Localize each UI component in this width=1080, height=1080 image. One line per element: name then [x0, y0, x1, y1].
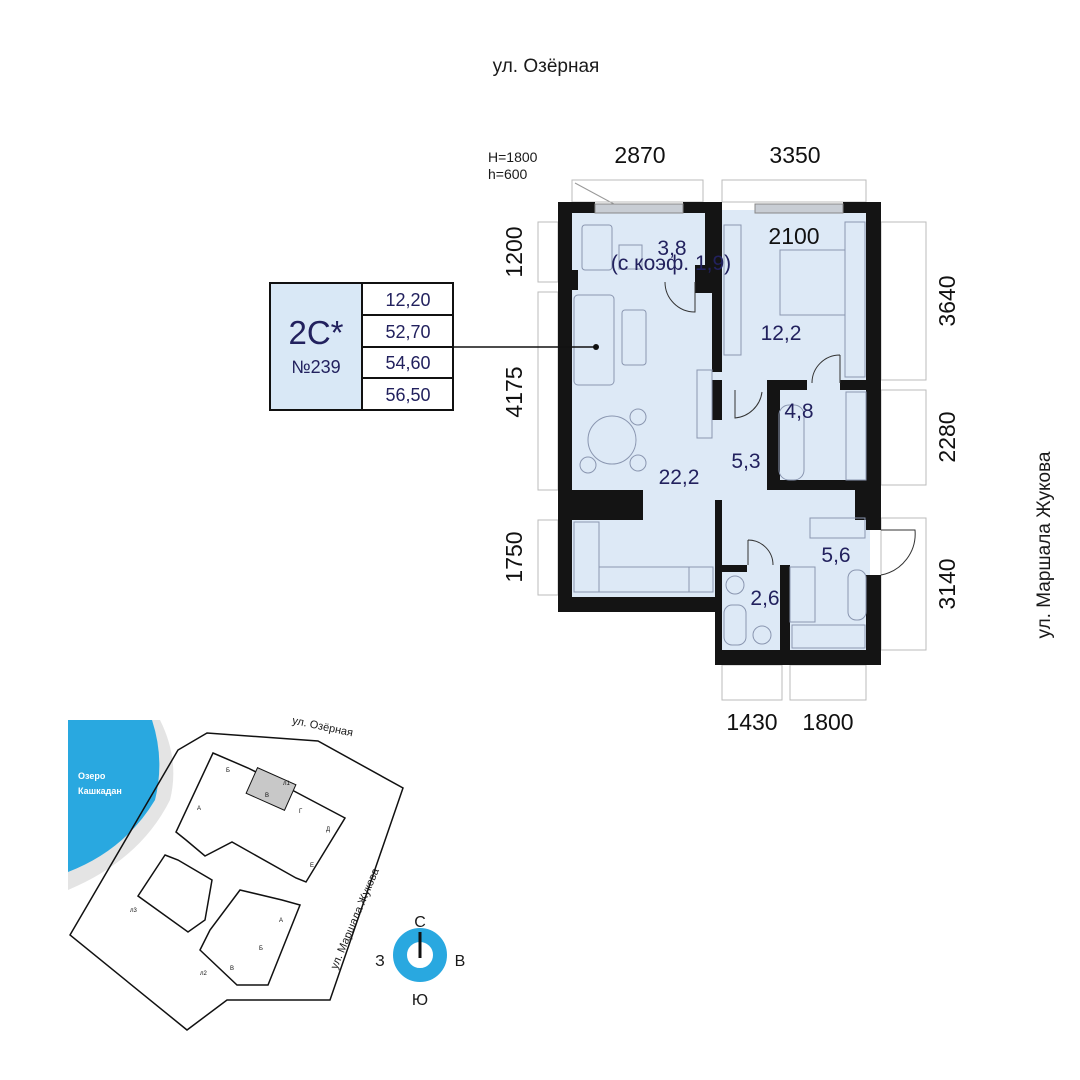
room-area-dressing: 5,6	[821, 544, 850, 567]
apartment-type: 2С*	[288, 314, 343, 351]
room-area-living: 22,2	[659, 466, 700, 489]
building-label-l2: л2	[200, 971, 208, 977]
lake-label-2: Кашкадан	[78, 786, 122, 796]
dim-left-3: 1750	[501, 531, 527, 582]
section-label: А	[197, 806, 201, 812]
doors	[664, 281, 916, 576]
dim-left-1: 1200	[501, 226, 527, 277]
room-area-wc: 2,6	[750, 587, 779, 610]
street-top-label: ул. Озёрная	[493, 56, 600, 77]
section-label: А	[279, 918, 283, 924]
section-label: В	[230, 966, 234, 972]
area-value-1: 12,20	[385, 290, 430, 310]
street-right-label: ул. Маршала Жукова	[1034, 451, 1055, 638]
dim-bottom-2: 1800	[802, 709, 853, 735]
section-label: Б	[259, 946, 263, 952]
section-label: Д	[326, 827, 330, 833]
selected-section	[245, 767, 297, 811]
apartment-number: №239	[291, 357, 340, 377]
dim-top-1: 2870	[614, 142, 665, 168]
dim-right-1: 3640	[934, 275, 960, 326]
building-label-l3: л3	[130, 908, 138, 914]
compass-west: З	[375, 953, 385, 970]
compass-icon	[393, 928, 447, 982]
lake	[68, 720, 160, 872]
lake-label-1: Озеро	[78, 771, 106, 781]
compass-north: С	[414, 914, 426, 931]
section-label: В	[265, 793, 269, 799]
furniture	[573, 221, 867, 649]
section-label: Г	[299, 809, 303, 815]
room-area-bedroom: 12,2	[761, 322, 802, 345]
window-sill-label: h=600	[488, 166, 528, 182]
section-label: Б	[226, 768, 230, 774]
room-area-hall: 5,3	[731, 450, 760, 473]
site-street-top: ул. Озёрная	[291, 715, 354, 740]
dim-right-3: 3140	[934, 558, 960, 609]
dim-top-2: 3350	[769, 142, 820, 168]
building-label-l1: л1	[283, 781, 291, 787]
window-height-label: H=1800	[488, 149, 538, 165]
dim-right-2: 2280	[934, 411, 960, 462]
area-value-4: 56,50	[385, 385, 430, 405]
compass-south: Ю	[412, 992, 428, 1009]
room-area-balcony: 3,8	[657, 237, 686, 260]
windows	[594, 203, 844, 214]
site-plan	[68, 720, 404, 1031]
dim-left-2: 4175	[501, 366, 527, 417]
balcony-coefficient-note: (с коэф. 1,9)	[611, 252, 731, 275]
area-value-3: 54,60	[385, 353, 430, 373]
dim-bottom-1: 1430	[726, 709, 777, 735]
compass-east: В	[455, 953, 466, 970]
room-area-bath: 4,8	[784, 400, 813, 423]
apartment-info-box	[269, 282, 454, 411]
section-label: Е	[310, 863, 314, 869]
walls	[558, 202, 881, 665]
area-value-2: 52,70	[385, 322, 430, 342]
bed-dimension: 2100	[768, 223, 819, 249]
